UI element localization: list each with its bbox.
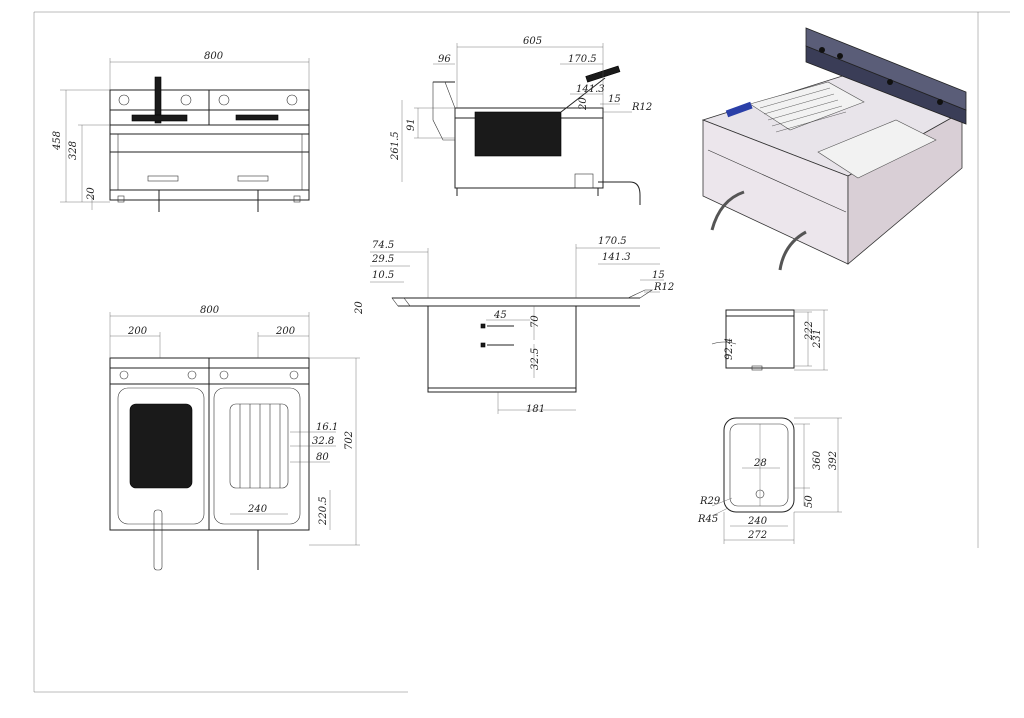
section-f-dim: 141.3 xyxy=(602,252,631,263)
side-d-dim: 20 xyxy=(578,97,589,111)
side-b-dim: 170.5 xyxy=(568,54,597,65)
tank-top-c-dim: 28 xyxy=(753,458,767,469)
top-view: 800 200 200 702 16.1 32.8 80 240 220.5 xyxy=(109,305,360,571)
tank-angle-dim: 92.4 xyxy=(724,338,735,360)
tank-top-r1-dim: R29 xyxy=(699,496,721,507)
tank-top-a-dim: 360 xyxy=(812,450,823,470)
section-view: 74.5 29.5 10.5 20 170.5 141.3 15 R12 45 … xyxy=(354,236,674,415)
tank-top-d-dim: 50 xyxy=(804,495,815,508)
front-body-height-dim: 328 xyxy=(68,141,79,160)
front-height-dim: 458 xyxy=(52,131,63,151)
top-c-dim: 80 xyxy=(316,452,329,463)
side-view: 605 96 170.5 141.3 20 15 R12 91 261.5 xyxy=(390,36,652,205)
top-right-gap-dim: 200 xyxy=(275,326,296,337)
section-i-dim: 70 xyxy=(530,315,541,328)
top-e-dim: 220.5 xyxy=(318,496,329,526)
front-view: 800 458 328 20 xyxy=(52,51,310,212)
tank-side-view: 92.4 222 231 xyxy=(711,309,828,371)
front-leg-dim: 20 xyxy=(86,187,97,201)
side-h2-dim: 261.5 xyxy=(390,131,401,161)
section-e-dim: 170.5 xyxy=(598,236,627,247)
tank-top-w1-dim: 240 xyxy=(747,516,768,527)
side-h1-dim: 91 xyxy=(406,118,417,131)
tank-top-w2-dim: 272 xyxy=(747,530,767,541)
top-left-gap-dim: 200 xyxy=(127,326,148,337)
tank-top-b-dim: 392 xyxy=(828,451,839,470)
section-g-dim: 15 xyxy=(652,270,665,281)
section-k-dim: 181 xyxy=(526,404,545,415)
top-width-dim: 800 xyxy=(200,305,220,316)
section-b-dim: 29.5 xyxy=(371,254,394,265)
side-radius-dim: R12 xyxy=(631,102,652,113)
section-j-dim: 32.5 xyxy=(530,348,541,370)
top-a-dim: 16.1 xyxy=(316,422,338,433)
sheet-border xyxy=(33,11,1010,693)
section-radius-dim: R12 xyxy=(653,282,674,293)
front-width-dim: 800 xyxy=(204,51,224,62)
tank-top-view: 28 360 392 50 R29 R45 240 272 xyxy=(697,417,842,544)
section-d-dim: 20 xyxy=(354,301,365,315)
top-depth-dim: 702 xyxy=(344,431,355,450)
section-c-dim: 10.5 xyxy=(372,270,394,281)
side-a-dim: 96 xyxy=(438,54,451,65)
side-e-dim: 15 xyxy=(608,94,621,105)
tank-side-b-dim: 231 xyxy=(812,329,823,349)
section-h-dim: 45 xyxy=(493,310,507,321)
side-c-dim: 141.3 xyxy=(576,84,605,95)
top-d-dim: 240 xyxy=(247,504,268,515)
isometric-view xyxy=(701,27,967,271)
side-depth-dim: 605 xyxy=(523,36,542,47)
section-a-dim: 74.5 xyxy=(372,240,394,251)
tank-top-r2-dim: R45 xyxy=(697,514,718,525)
top-b-dim: 32.8 xyxy=(312,436,334,447)
tank-side-a-dim: 222 xyxy=(804,321,815,341)
